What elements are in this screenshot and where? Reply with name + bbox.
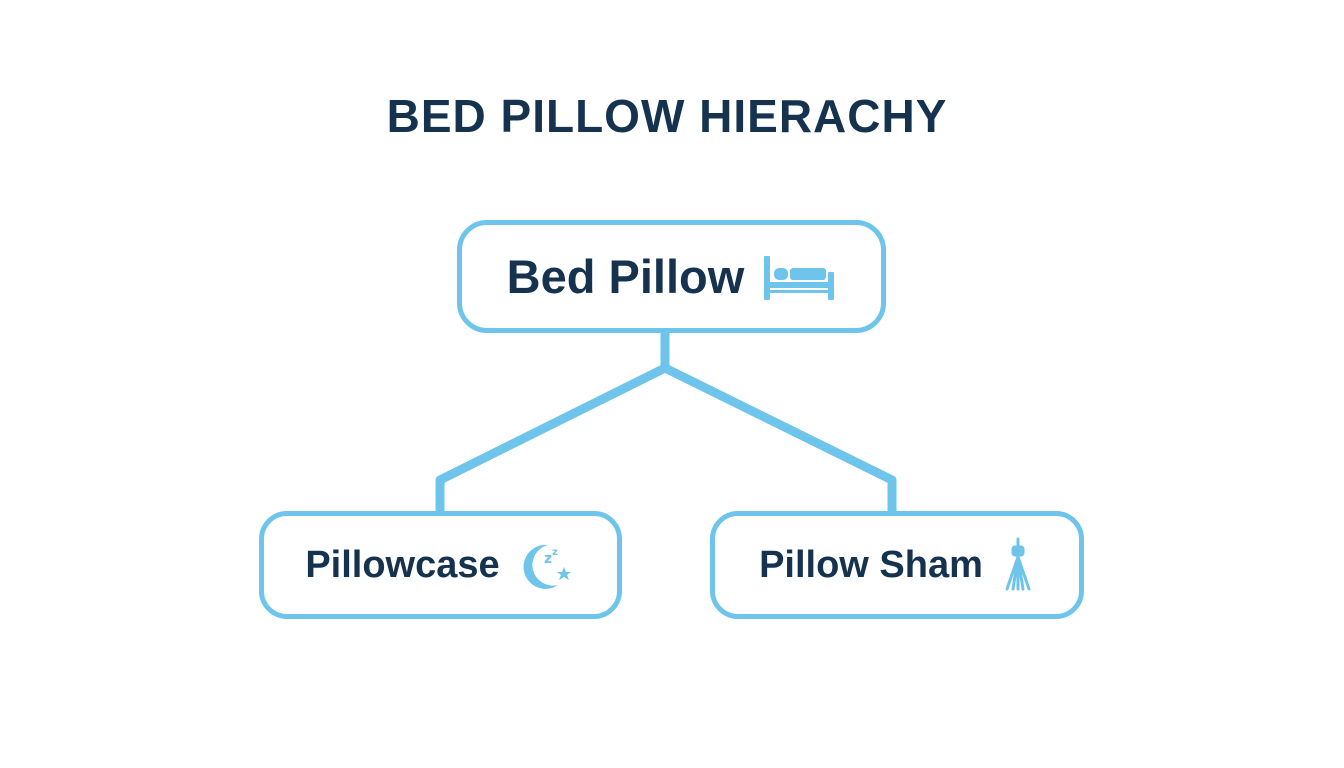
connector-left-branch [435,363,668,513]
bed-icon [762,252,836,302]
node-pillowcase: Pillowcase z z [259,511,622,619]
node-label: Pillowcase [305,543,500,586]
moon-sleep-icon: z z [518,537,576,593]
node-bed-pillow: Bed Pillow [457,220,886,333]
node-label: Pillow Sham [759,543,983,586]
connector-right-branch [663,363,897,513]
diagram-title: BED PILLOW HIERACHY [386,90,948,142]
node-pillow-sham: Pillow Sham [710,511,1084,619]
svg-text:z: z [544,551,552,567]
node-label: Bed Pillow [506,250,745,303]
svg-text:z: z [552,547,558,558]
tassel-icon [1001,537,1035,593]
